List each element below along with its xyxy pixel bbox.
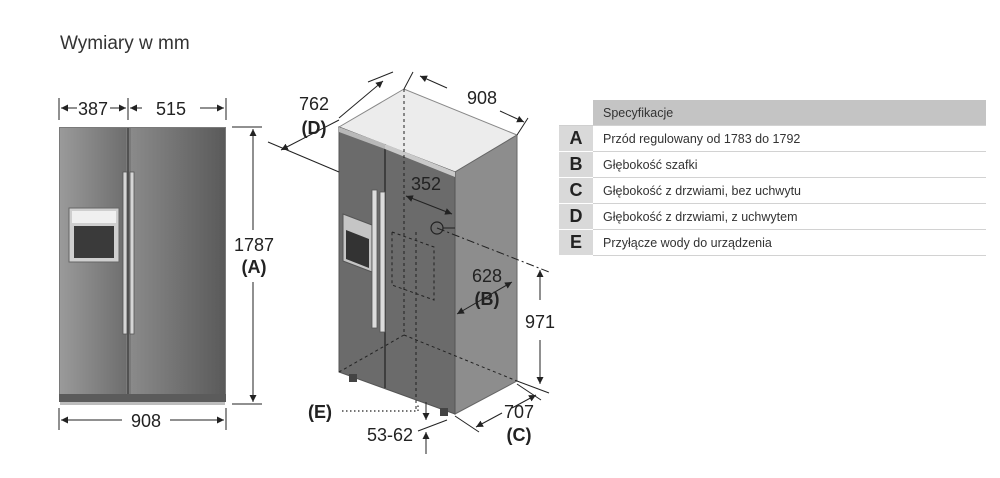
isometric-view: 762 (D) 908 352 628 (B) 971 (E) 53-62 [267, 71, 555, 454]
spec-row: A Przód regulowany od 1783 do 1792 [559, 125, 986, 152]
spec-row: B Głębokość szafki [559, 151, 986, 178]
dim-feet-height: 53-62 [367, 425, 413, 445]
spec-letter: D [559, 203, 593, 230]
dim-right-door-width: 515 [156, 99, 186, 119]
dim-depth-doors-ref: (C) [507, 425, 532, 445]
dim-total-width: 908 [131, 411, 161, 431]
spec-letter: A [559, 125, 593, 152]
dim-depth-doors: 707 [504, 402, 534, 422]
dim-depth-handle-ref: (D) [302, 118, 327, 138]
dim-depth-cabinet: 628 [472, 266, 502, 286]
iso-handle-left [371, 189, 378, 329]
right-door [131, 128, 225, 394]
front-view: 387 515 908 1787 (A) [58, 98, 274, 431]
fridge-front [338, 126, 456, 415]
dim-water-offset: 352 [411, 174, 441, 194]
page-title: Wymiary w mm [60, 33, 190, 54]
spec-text: Głębokość z drzwiami, z uchwytem [593, 203, 986, 230]
spec-letter: B [559, 151, 593, 178]
spec-text: Przyłącze wody do urządzenia [593, 229, 986, 256]
spec-text: Głębokość szafki [593, 151, 986, 178]
spec-header-row: Specyfikacje [559, 100, 986, 126]
spec-text: Głębokość z drzwiami, bez uchwytu [593, 177, 986, 204]
spec-letter: C [559, 177, 593, 204]
dim-water-height: 971 [525, 312, 555, 332]
iso-handle-right [379, 191, 386, 333]
dim-left-door-width: 387 [78, 99, 108, 119]
dim-depth-handle: 762 [299, 94, 329, 114]
spec-text: Przód regulowany od 1783 do 1792 [593, 125, 986, 152]
specification-table: Specyfikacje A Przód regulowany od 1783 … [559, 100, 986, 256]
dim-height: 1787 [234, 235, 274, 255]
spec-letter: E [559, 229, 593, 256]
dim-iso-width: 908 [467, 88, 497, 108]
spec-row: D Głębokość z drzwiami, z uchwytem [559, 203, 986, 230]
dim-water-ref: (E) [308, 402, 332, 422]
spec-row: E Przyłącze wody do urządzenia [559, 229, 986, 256]
dim-depth-cabinet-ref: (B) [475, 289, 500, 309]
door-handle-right [129, 171, 135, 335]
dim-height-ref: (A) [242, 257, 267, 277]
spec-row: C Głębokość z drzwiami, bez uchwytu [559, 177, 986, 204]
spec-header: Specyfikacje [593, 100, 986, 126]
door-handle-left [122, 171, 128, 335]
